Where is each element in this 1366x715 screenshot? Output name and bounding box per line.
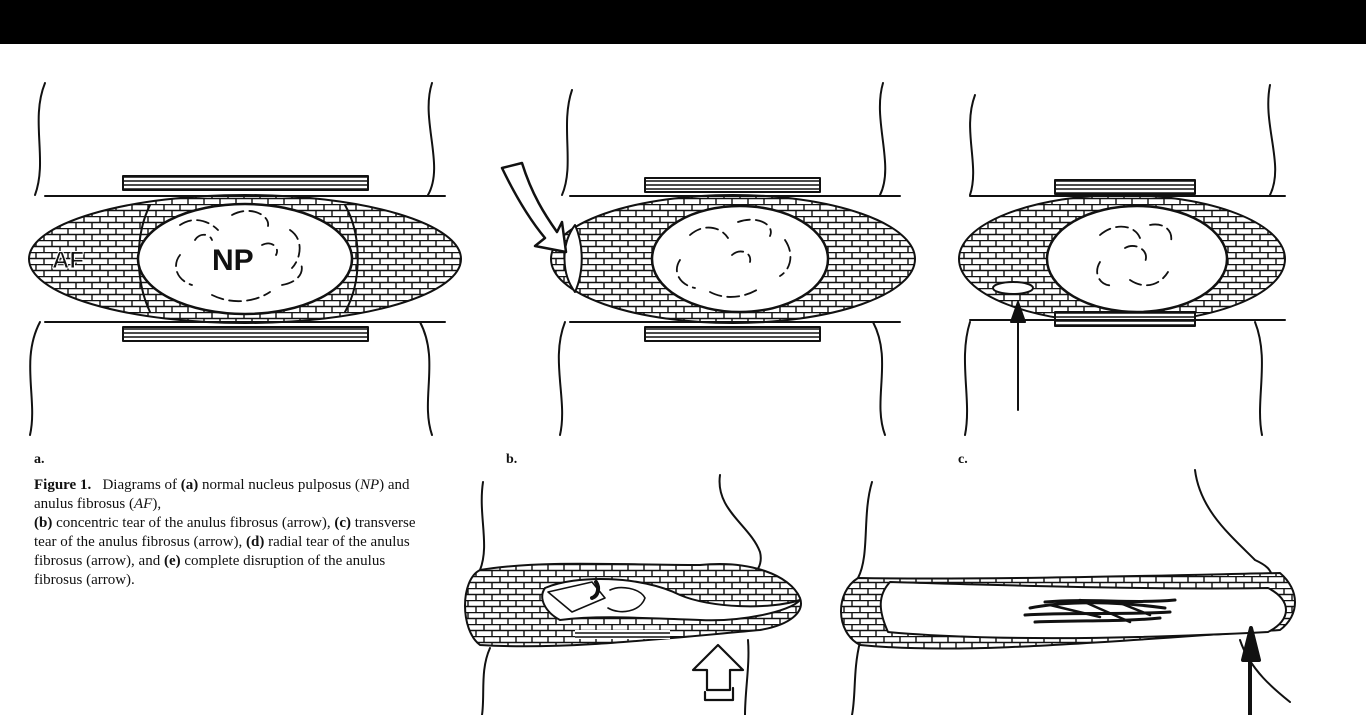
tear-arrow-c	[1011, 302, 1025, 410]
upper-vertebra	[858, 470, 1272, 578]
caption-marker-b: (b)	[34, 515, 52, 531]
disc-diagram-transverse-tear	[959, 85, 1285, 435]
caption-text: concentric tear of the anulus fibrosus (…	[52, 515, 334, 531]
lower-vertebra	[965, 322, 1262, 435]
upper-vertebra	[970, 85, 1275, 195]
np-label: NP	[212, 244, 254, 277]
caption-marker-a: (a)	[181, 477, 199, 493]
disc-diagram-complete-disruption	[841, 470, 1295, 715]
lower-vertebra	[852, 640, 1290, 715]
caption-marker-e: (e)	[164, 553, 181, 569]
tear-arrow-d	[693, 645, 743, 700]
transverse-tear	[993, 282, 1033, 294]
panel-label-a: a.	[34, 452, 45, 468]
caption-figure-label: Figure 1.	[34, 477, 91, 493]
caption-marker-c: (c)	[334, 515, 351, 531]
tear-arrow-b	[502, 163, 566, 252]
caption-marker-d: (d)	[246, 534, 264, 550]
caption-text: Diagrams of	[102, 477, 180, 493]
disc-diagram-concentric-tear	[502, 83, 915, 435]
af-label: AF	[52, 247, 84, 274]
caption-abbr-af: AF	[134, 496, 152, 512]
panel-label-c: c.	[958, 452, 968, 468]
caption-text: ),	[152, 496, 161, 512]
panel-label-b: b.	[506, 452, 517, 468]
caption-text: normal nucleus pulposus (	[198, 477, 360, 493]
caption-abbr-np: NP	[360, 477, 379, 493]
upper-vertebra	[480, 475, 761, 572]
figure-caption: Figure 1. Diagrams of (a) normal nucleus…	[34, 476, 434, 590]
disc-diagram-radial-tear	[465, 475, 801, 715]
disc-diagram-normal: NP AF	[29, 83, 461, 435]
